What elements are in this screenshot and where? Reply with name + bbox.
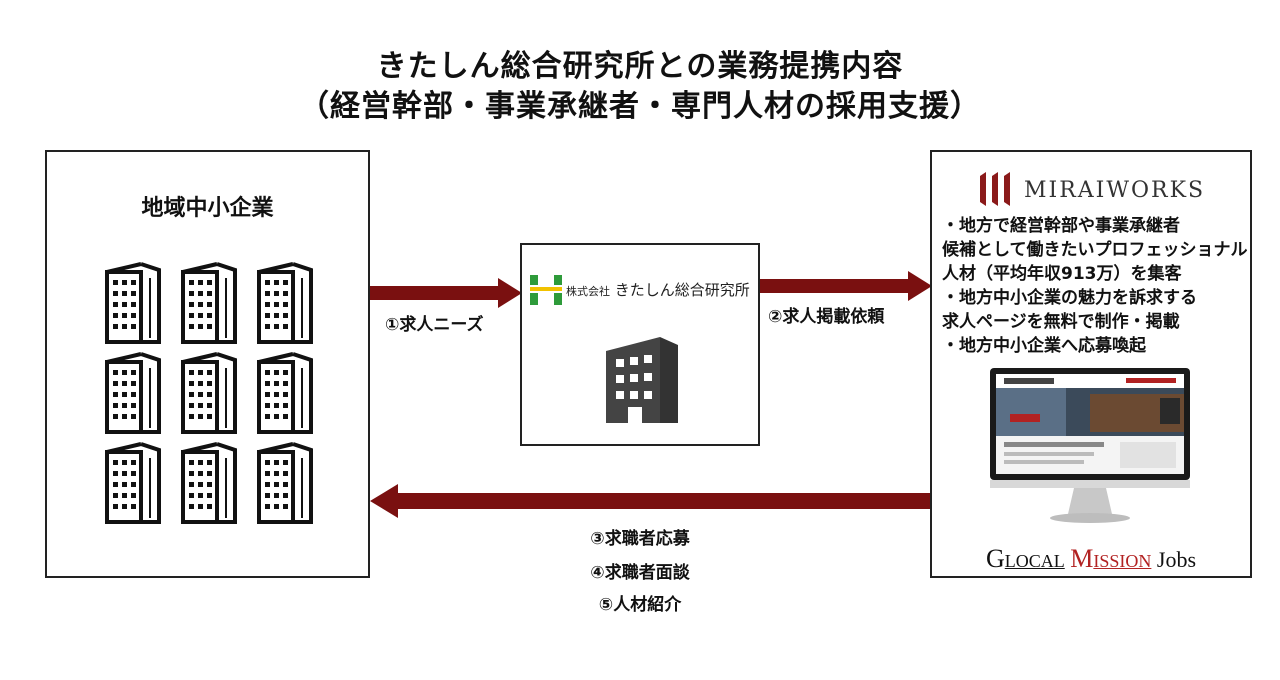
miraiworks-box: MIRAIWORKS ・地方で経営幹部や事業承継者 候補として働きたいプロフェッ… (930, 150, 1252, 578)
office-building-icon (602, 337, 682, 423)
glocal-mission-jobs-logo: GLOCAL MISSION Jobs (932, 544, 1250, 574)
brand-ission: ISSION (1093, 551, 1151, 571)
flow-label-1: ①求人ニーズ (385, 310, 484, 335)
building-icon (255, 442, 315, 524)
building-icon (255, 262, 315, 344)
building-icon (179, 442, 239, 524)
description-line: 候補として働きたいプロフェッショナル (942, 238, 1242, 262)
flow-label-4: ④求職者面談 (520, 558, 760, 583)
kitashin-name: きたしん総合研究所 (615, 281, 750, 299)
brand-local: LOCAL (1005, 551, 1065, 571)
flow-label-5: ⑤人材紹介 (520, 590, 760, 615)
description-line: 求人ページを無料で制作・掲載 (942, 310, 1242, 334)
building-icon (103, 352, 163, 434)
diagram-title-line2: （経営幹部・事業承継者・専門人材の採用支援） (0, 88, 1280, 126)
arrow-to-kitashin (370, 278, 522, 308)
arrow-to-miraiworks (760, 271, 932, 301)
monitor-screenshot-image (990, 368, 1190, 528)
description-line: ・地方中小企業の魅力を訴求する (942, 286, 1242, 310)
building-icon (179, 262, 239, 344)
building-icon (103, 442, 163, 524)
kitashin-company-name: 株式会社 きたしん総合研究所 (566, 279, 750, 300)
description-line: ・地方で経営幹部や事業承継者 (942, 214, 1242, 238)
regional-sme-title: 地域中小企業 (47, 190, 368, 222)
flow-label-3: ③求職者応募 (520, 524, 760, 549)
kitashin-prefix: 株式会社 (566, 285, 610, 298)
regional-sme-box: 地域中小企業 (45, 150, 370, 578)
flow-label-2: ②求人掲載依頼 (768, 302, 884, 327)
miraiworks-logo-text: MIRAIWORKS (1024, 178, 1205, 203)
description-line: 人材（平均年収913万）を集客 (942, 262, 1242, 286)
building-icon (103, 262, 163, 344)
service-description: ・地方で経営幹部や事業承継者 候補として働きたいプロフェッショナル 人材（平均年… (942, 214, 1242, 358)
building-icon (179, 352, 239, 434)
diagram-title-line1: きたしん総合研究所との業務提携内容 (0, 48, 1280, 86)
brand-letter-m: M (1070, 544, 1093, 573)
brand-letter-g: G (986, 544, 1005, 573)
brand-jobs: Jobs (1157, 547, 1196, 572)
buildings-grid (103, 262, 315, 530)
miraiworks-logo-icon (978, 172, 1014, 206)
kitashin-logo-icon (528, 273, 568, 307)
building-icon (255, 352, 315, 434)
kitashin-box: 株式会社 きたしん総合研究所 (520, 243, 760, 446)
arrow-to-regional-sme (370, 484, 930, 518)
description-line: ・地方中小企業へ応募喚起 (942, 334, 1242, 358)
